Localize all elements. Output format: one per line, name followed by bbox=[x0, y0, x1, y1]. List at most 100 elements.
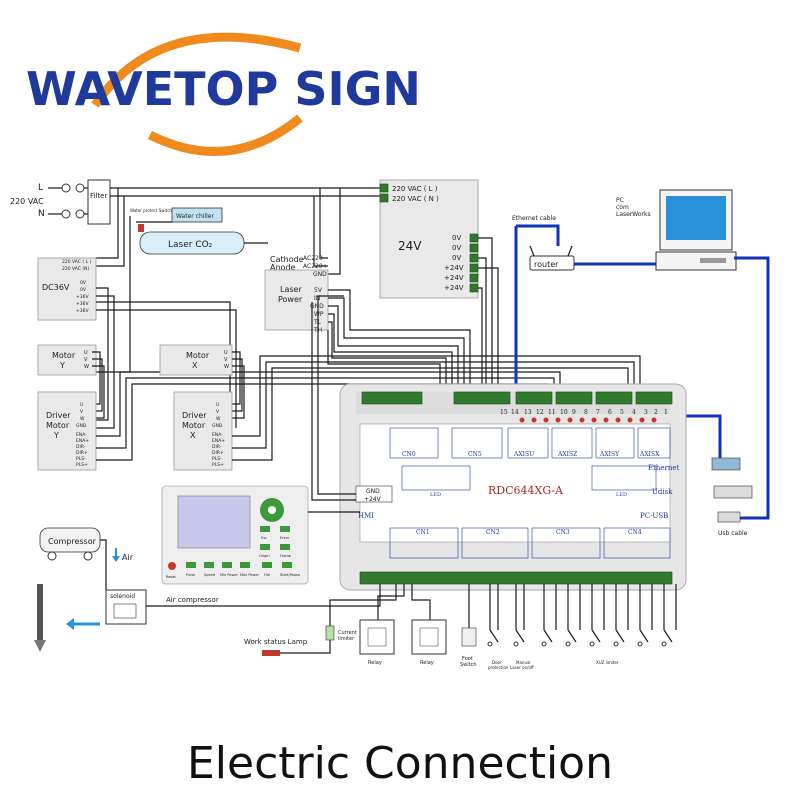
top-num-7: 8 bbox=[584, 409, 588, 416]
logo-arc-top bbox=[91, 32, 302, 108]
pc-label-3: LaserWorks bbox=[616, 211, 651, 218]
drv-y-p7: DIR+ bbox=[76, 450, 88, 456]
top-num-14: 1 bbox=[664, 409, 668, 416]
psu-24v-box bbox=[379, 179, 479, 299]
power-out-4: TL bbox=[313, 319, 322, 326]
led-block-left bbox=[401, 465, 471, 491]
psu-in-l: 220 VAC ( L ) bbox=[392, 185, 438, 193]
relay-1 bbox=[359, 619, 395, 655]
pc-base bbox=[655, 251, 737, 271]
solenoid-label: solenoid bbox=[110, 593, 135, 600]
air-flow-arrow-icon bbox=[66, 618, 74, 630]
power-out-3: WP bbox=[314, 311, 324, 318]
dc36-t5: +36V bbox=[76, 301, 89, 307]
brand-logo: WAVETOP SIGN bbox=[26, 62, 421, 116]
power-in-2: GND bbox=[313, 271, 327, 278]
top-num-5: 10 bbox=[560, 409, 568, 416]
drv-x-p6: DIR- bbox=[212, 444, 222, 450]
pc-screen bbox=[666, 196, 726, 240]
compressor-label: Compressor bbox=[48, 537, 97, 546]
motor-x-title-2: X bbox=[192, 361, 198, 370]
controller-top-terminals bbox=[361, 391, 673, 405]
btn-max-power[interactable]: Max Power bbox=[240, 573, 259, 577]
drv-y-p6: DIR- bbox=[76, 444, 86, 450]
laser-power-title-2: Power bbox=[278, 295, 303, 304]
drv-y-p2: W bbox=[80, 416, 85, 422]
laser-power-title-1: Laser bbox=[280, 285, 302, 294]
door-label-1: Door bbox=[492, 660, 502, 665]
pc-label-2: com bbox=[616, 204, 629, 211]
mains-l-label: L bbox=[38, 183, 43, 193]
side-btn-frame[interactable]: Frame bbox=[280, 554, 291, 558]
top-num-1: 14 bbox=[511, 409, 519, 416]
mains-voltage-label: 220 VAC bbox=[10, 197, 44, 206]
filter-label: Filter bbox=[90, 192, 107, 200]
side-btn-enter[interactable]: Enter bbox=[280, 536, 290, 540]
xyz-limiter-label: XUZ limiter bbox=[596, 660, 619, 665]
motor-x-box bbox=[159, 344, 233, 376]
laser-tube-label: Laser CO₂ bbox=[168, 240, 213, 250]
controller-top-groups bbox=[389, 427, 671, 459]
led-label-right: LED bbox=[616, 492, 627, 498]
btn-speed[interactable]: Speed bbox=[204, 573, 215, 577]
controller-top-numbers: 15 14 13 12 11 10 9 8 7 6 5 4 3 2 1 bbox=[500, 409, 668, 416]
drv-y-p5: ENA+ bbox=[76, 438, 89, 444]
driver-x-box bbox=[173, 391, 233, 471]
power-in-1: AC220+ bbox=[303, 263, 328, 270]
drv-y-p8: PLS- bbox=[76, 456, 86, 462]
driver-y-title-3: Y bbox=[53, 431, 59, 440]
group-cn1: CN1 bbox=[416, 529, 430, 536]
water-switch-label: Water protect Switch bbox=[130, 208, 172, 213]
btn-start-pause[interactable]: Start/Pause bbox=[280, 573, 300, 577]
top-num-8: 7 bbox=[596, 409, 600, 416]
group-axisu: AXISU bbox=[513, 451, 534, 458]
port-pcusb: PC-USB bbox=[640, 512, 668, 520]
group-cn2: CN2 bbox=[486, 529, 500, 536]
psu-title: 24V bbox=[398, 239, 422, 253]
hmi-pin-gnd: GND bbox=[366, 488, 380, 495]
psu-in-n: 220 VAC ( N ) bbox=[392, 195, 439, 203]
door-label-2: protection bbox=[488, 665, 509, 670]
side-btn-esc[interactable]: Esc bbox=[261, 536, 267, 540]
driver-y-box bbox=[37, 391, 97, 471]
current-limiter bbox=[325, 625, 335, 641]
group-axisx: AXISX bbox=[639, 451, 660, 458]
motor-x-title-1: Motor bbox=[186, 351, 210, 360]
motor-y-title-1: Motor bbox=[52, 351, 76, 360]
controller-face bbox=[359, 423, 671, 543]
manual-label-2: Laser on/off bbox=[510, 665, 534, 670]
drv-y-p3: GND bbox=[76, 423, 87, 429]
drv-x-p5: ENA+ bbox=[212, 438, 225, 444]
psu-out-2: 0V bbox=[452, 254, 461, 262]
water-chiller-box bbox=[171, 207, 223, 223]
drv-x-p9: PLS+ bbox=[212, 462, 224, 468]
motor-y-pin-2: W bbox=[84, 364, 89, 370]
top-num-12: 3 bbox=[644, 409, 648, 416]
dc36-t3: 0V bbox=[80, 287, 87, 293]
side-btn-origin[interactable]: Origin bbox=[259, 554, 270, 558]
filter-box bbox=[87, 179, 111, 225]
dc36-t2: 0V bbox=[80, 280, 87, 286]
power-in-0: AC220- bbox=[303, 255, 325, 262]
group-cn3: CN3 bbox=[556, 529, 570, 536]
work-lamp-label: Work status Lamp bbox=[244, 638, 308, 646]
dc36-t4: +36V bbox=[76, 294, 89, 300]
top-num-0: 15 bbox=[500, 409, 508, 416]
cathode-label: Cathode bbox=[270, 255, 304, 264]
pc-label-1: PC bbox=[616, 197, 624, 204]
top-num-6: 9 bbox=[572, 409, 576, 416]
led-block-right bbox=[591, 465, 657, 491]
btn-pulse[interactable]: Pulse bbox=[186, 573, 195, 577]
btn-reset[interactable]: Reset bbox=[166, 575, 176, 579]
motor-x-pin-1: V bbox=[224, 357, 228, 363]
air-label: Air bbox=[122, 553, 134, 562]
btn-min-power[interactable]: Min Power bbox=[220, 573, 238, 577]
limit-switches bbox=[487, 584, 677, 647]
usb-cable-label: Usb cable bbox=[718, 530, 748, 537]
top-num-11: 4 bbox=[632, 409, 636, 416]
hmi-side-buttons: Esc Enter Origin Frame bbox=[259, 526, 291, 558]
btn-file[interactable]: File bbox=[264, 573, 270, 577]
ethernet-plug bbox=[711, 457, 741, 471]
mains-l-fuse bbox=[75, 183, 85, 193]
foot-label-1: Foot bbox=[462, 656, 473, 662]
